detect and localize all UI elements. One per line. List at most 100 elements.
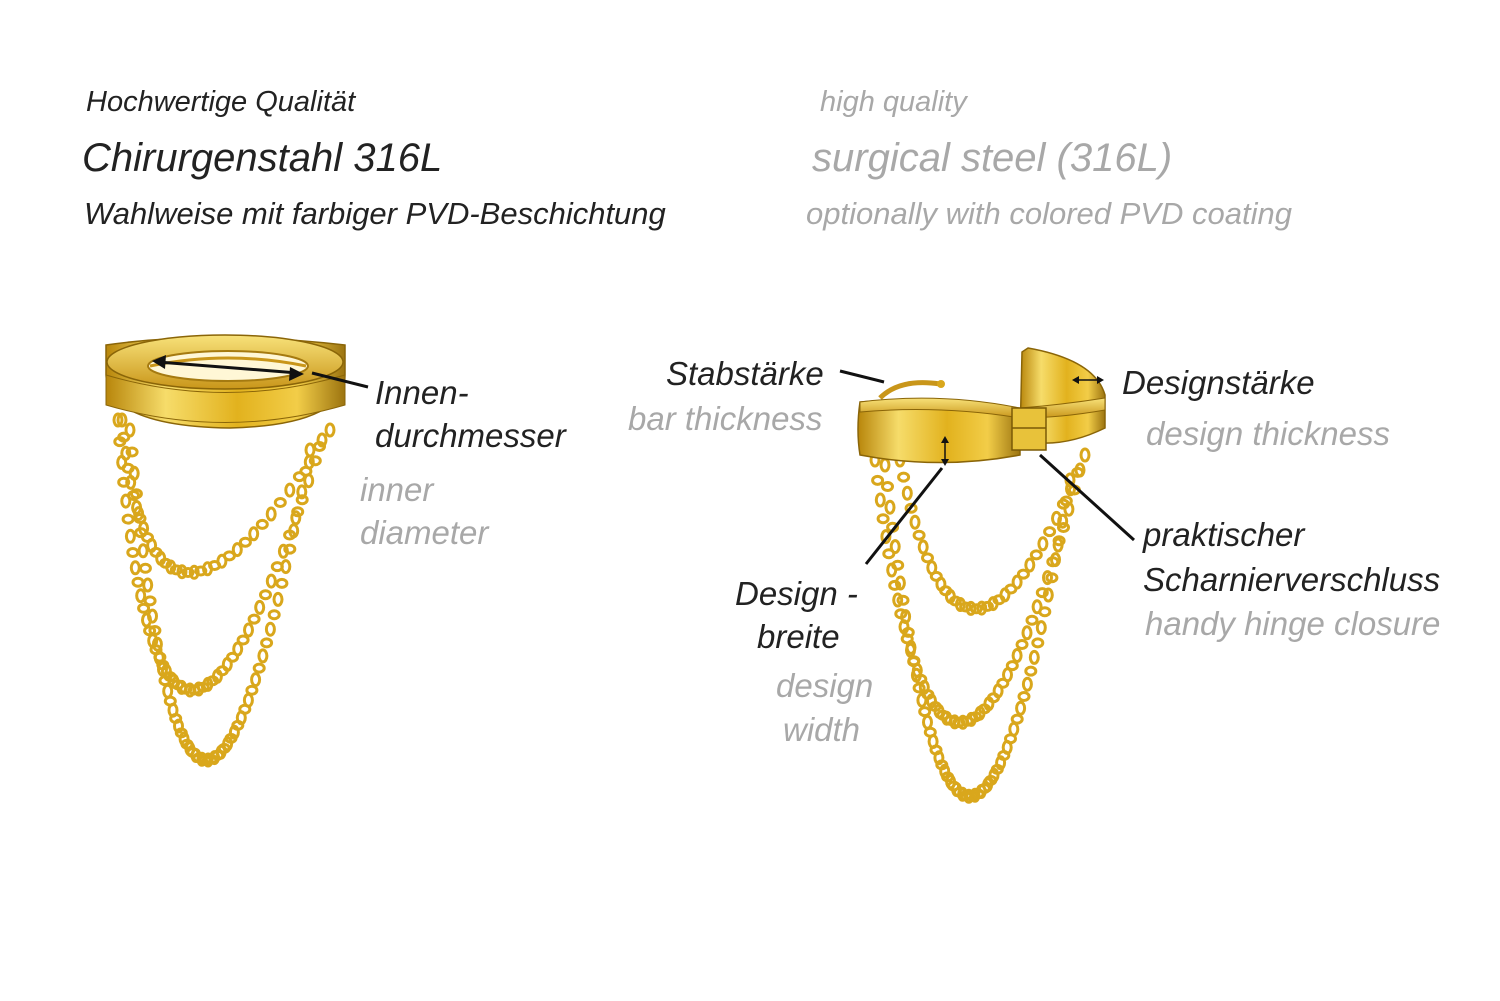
chain-link	[147, 608, 158, 624]
chain-link	[904, 502, 918, 514]
chain-link	[1037, 536, 1049, 552]
chain-link	[1035, 620, 1047, 636]
chain-link	[142, 577, 154, 593]
chain-link	[909, 514, 921, 530]
chain-link	[976, 600, 988, 616]
chain-link	[894, 575, 906, 591]
chain-link	[879, 457, 891, 473]
chain-link	[892, 592, 904, 608]
chain-link	[910, 667, 922, 683]
chain-link	[131, 576, 145, 588]
chain-link	[296, 484, 308, 500]
chain-link	[129, 560, 141, 576]
chain-link	[939, 763, 951, 779]
chain-link	[921, 552, 934, 564]
header-quality-de: Hochwertige Qualität	[86, 86, 356, 118]
chain-link	[1059, 495, 1073, 507]
chain-link	[181, 567, 195, 578]
chain-link	[116, 454, 128, 470]
chain-link	[880, 529, 892, 545]
leader-design-width	[864, 467, 944, 565]
chain-link	[1029, 549, 1043, 561]
chain-link	[304, 442, 316, 458]
label-design-thickness-en: design thickness	[1146, 415, 1390, 452]
left-product-ring	[105, 334, 346, 768]
chain-link	[121, 513, 135, 525]
chain-link	[905, 639, 917, 655]
label-inner-diameter-de-2: durchmesser	[375, 417, 566, 454]
chain-link	[1010, 713, 1024, 725]
chain-link	[151, 636, 163, 652]
chain-link	[290, 510, 302, 526]
chain-link	[988, 767, 1000, 783]
chain-link	[216, 553, 228, 569]
chain-link	[176, 564, 188, 580]
chain-link	[1045, 572, 1059, 584]
chain-link	[980, 600, 994, 612]
chain-link	[272, 591, 284, 607]
chain-link	[1031, 599, 1043, 615]
label-hinge-closure-en: handy hinge closure	[1145, 605, 1441, 642]
chain-link	[265, 573, 277, 589]
chain-link	[138, 562, 152, 574]
chain-link	[1038, 606, 1052, 618]
chain-link	[1042, 587, 1054, 603]
chain-link	[291, 506, 305, 518]
chain-link	[917, 539, 929, 555]
chain-link	[1031, 637, 1045, 649]
chain-link	[260, 637, 274, 649]
chain-link	[124, 528, 136, 544]
chain-link	[113, 436, 127, 448]
chain-link	[1024, 557, 1036, 573]
chain-link	[1021, 625, 1033, 641]
chain-link	[135, 588, 147, 604]
label-design-width-en-1: design	[776, 667, 874, 704]
label-design-width-de-2: breite	[757, 618, 840, 655]
chain-link	[134, 527, 148, 539]
chain-link	[1052, 535, 1066, 547]
chain-link	[254, 599, 266, 615]
chain-link	[874, 492, 886, 508]
label-design-width-en-2: width	[783, 711, 861, 748]
chain-link	[1043, 526, 1057, 538]
label-bar-thickness-de: Stabstärke	[666, 355, 824, 392]
chain-link	[264, 621, 276, 637]
chain-link	[900, 609, 912, 625]
chain-link	[133, 506, 145, 522]
chain-link	[255, 518, 269, 530]
label-bar-thickness-en: bar thickness	[628, 400, 823, 437]
chain-link	[193, 681, 205, 697]
chain-link	[324, 422, 336, 438]
label-hinge-closure-de-2: Scharnierverschluss	[1143, 561, 1441, 598]
chain-link	[129, 488, 143, 500]
chain-link	[918, 706, 932, 718]
chain-link	[236, 634, 250, 646]
chain-link	[1025, 614, 1039, 626]
chain-link	[162, 683, 174, 699]
chain-link	[901, 626, 915, 638]
chain-link	[158, 675, 172, 687]
chain-link	[965, 600, 977, 616]
label-design-width-de-1: Design -	[735, 575, 858, 612]
chain-link	[896, 594, 910, 606]
chain-link	[231, 542, 243, 558]
chain-link	[1008, 721, 1020, 737]
chain-link	[257, 648, 269, 664]
chain-link	[916, 692, 928, 708]
chain-link	[316, 432, 328, 448]
label-design-thickness-de: Designstärke	[1122, 364, 1315, 401]
chain-link	[243, 622, 254, 638]
header-coating-en: optionally with colored PVD coating	[806, 196, 1292, 231]
chain-link	[252, 662, 266, 674]
chain-link	[933, 750, 945, 766]
chain-link	[126, 547, 140, 558]
chain-link	[143, 595, 157, 607]
chain-link	[275, 577, 289, 589]
label-hinge-closure-de-1: praktischer	[1143, 516, 1305, 553]
chain-link	[288, 523, 300, 539]
chain-link	[871, 474, 885, 486]
chain-link	[1015, 700, 1027, 716]
chain-link	[188, 564, 200, 580]
chain-link	[969, 603, 983, 615]
chain-link	[247, 613, 261, 625]
